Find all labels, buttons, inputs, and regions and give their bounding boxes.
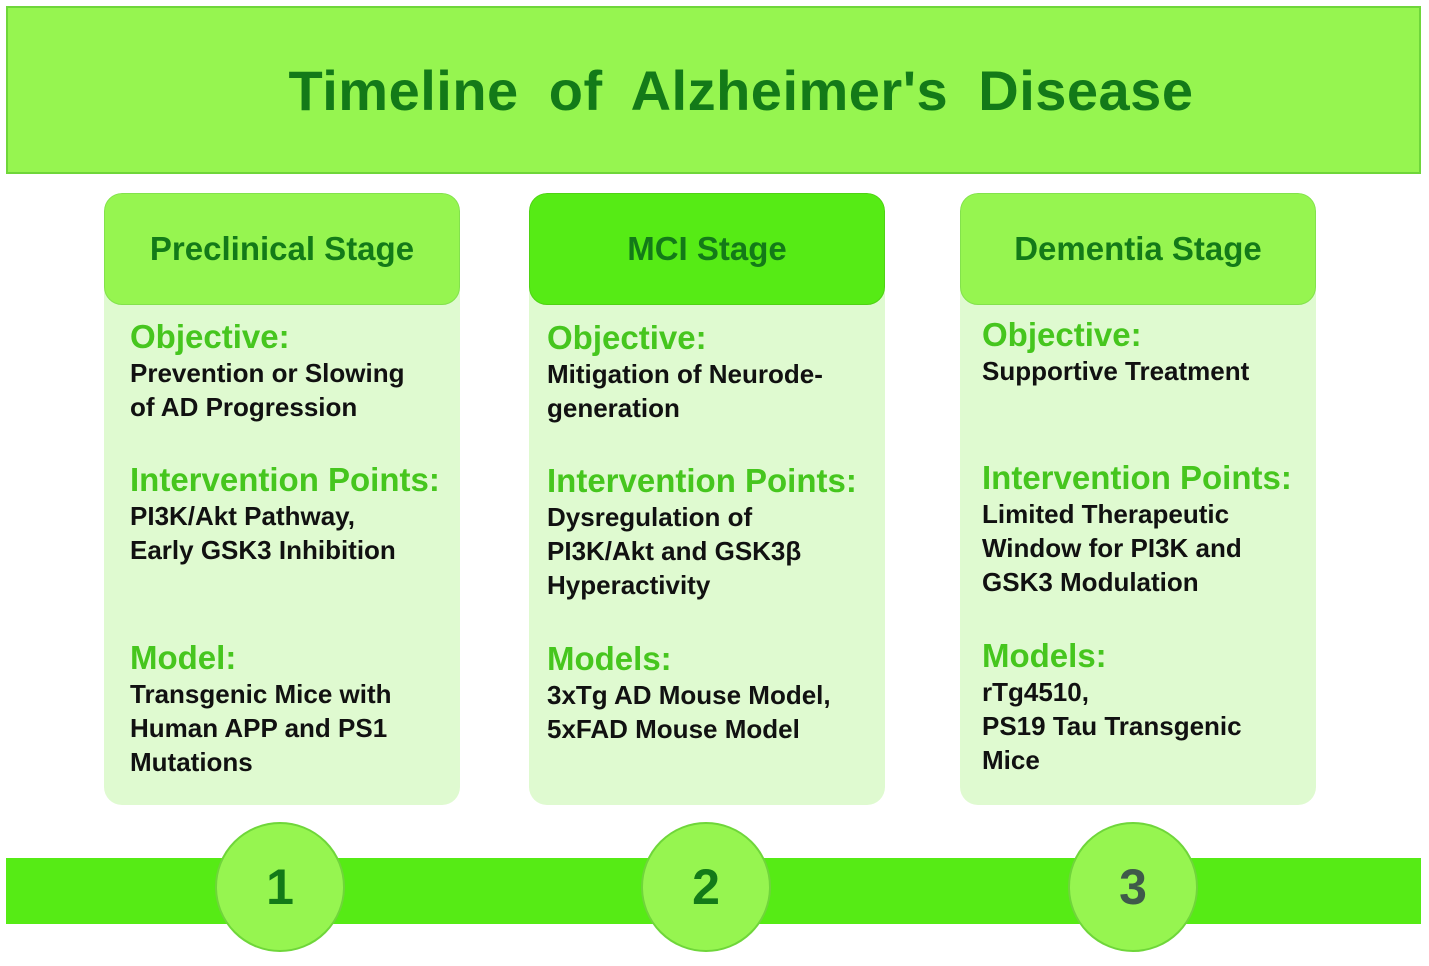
intervention-section: Intervention Points: Dysregulation of PI…: [547, 463, 875, 602]
stage-header: MCI Stage: [529, 193, 885, 305]
text-line: Early GSK3 Inhibition: [130, 535, 396, 565]
text-line: Human APP and PS1: [130, 713, 388, 743]
text-line: Transgenic Mice with: [130, 679, 392, 709]
stage-title: MCI Stage: [627, 230, 787, 267]
stage-number-label: 2: [692, 859, 720, 915]
text-line: Mutations: [130, 747, 253, 777]
section-heading: Intervention Points:: [547, 462, 857, 499]
objective-section: Objective: Prevention or Slowing of AD P…: [130, 319, 450, 424]
text-line: 3xTg AD Mouse Model,: [547, 680, 831, 710]
section-heading: Model:: [130, 639, 237, 676]
text-line: Dysregulation of: [547, 502, 753, 532]
section-text: Transgenic Mice with Human APP and PS1 M…: [130, 677, 450, 779]
text-line: Window for PI3K and: [982, 533, 1242, 563]
text-line: Hyperactivity: [547, 570, 711, 600]
title-banner: Timeline of Alzheimer's Disease: [6, 6, 1421, 174]
text-line: 5xFAD Mouse Model: [547, 714, 800, 744]
stage-title: Preclinical Stage: [149, 230, 415, 267]
intervention-section: Intervention Points: Limited Therapeutic…: [982, 460, 1306, 599]
text-line: Mitigation of Neurode-: [547, 359, 823, 389]
text-line: generation: [547, 393, 680, 423]
model-section: Model: Transgenic Mice with Human APP an…: [130, 640, 450, 779]
stage-number-1: 1: [215, 822, 345, 952]
section-text: Mitigation of Neurode- generation: [547, 357, 875, 425]
section-heading: Models:: [547, 640, 672, 677]
stage-number-2: 2: [641, 822, 771, 952]
text-line: Limited Therapeutic: [982, 499, 1230, 529]
section-text: Prevention or Slowing of AD Progression: [130, 356, 450, 424]
objective-section: Objective: Mitigation of Neurode- genera…: [547, 320, 875, 425]
models-section: Models: 3xTg AD Mouse Model, 5xFAD Mouse…: [547, 641, 875, 746]
section-heading: Objective:: [982, 316, 1142, 353]
section-text: PI3K/Akt Pathway, Early GSK3 Inhibition: [130, 499, 450, 567]
stage-card-mci: MCI Stage Objective: Mitigation of Neuro…: [529, 193, 885, 805]
section-text: rTg4510, PS19 Tau Transgenic Mice: [982, 675, 1306, 777]
stage-header: Dementia Stage: [960, 193, 1316, 305]
stage-header: Preclinical Stage: [104, 193, 460, 305]
section-heading: Intervention Points:: [130, 461, 440, 498]
stage-title: Dementia Stage: [1014, 230, 1262, 267]
text-line: Mice: [982, 745, 1040, 775]
objective-section: Objective: Supportive Treatment: [982, 317, 1306, 388]
diagram-title: Timeline of Alzheimer's Disease: [288, 58, 1194, 122]
stage-card-dementia: Dementia Stage Objective: Supportive Tre…: [960, 193, 1316, 805]
section-heading: Objective:: [130, 318, 290, 355]
stage-card-preclinical: Preclinical Stage Objective: Prevention …: [104, 193, 460, 805]
stage-number-3: 3: [1068, 822, 1198, 952]
models-section: Models: rTg4510, PS19 Tau Transgenic Mic…: [982, 638, 1306, 777]
text-line: PI3K/Akt Pathway,: [130, 501, 355, 531]
section-text: Dysregulation of PI3K/Akt and GSK3β Hype…: [547, 500, 875, 602]
section-heading: Objective:: [547, 319, 707, 356]
section-text: Supportive Treatment: [982, 354, 1306, 388]
text-line: GSK3 Modulation: [982, 567, 1199, 597]
text-line: PI3K/Akt and GSK3β: [547, 536, 802, 566]
text-line: Prevention or Slowing: [130, 358, 405, 388]
section-text: Limited Therapeutic Window for PI3K and …: [982, 497, 1306, 599]
stage-number-label: 3: [1119, 859, 1147, 915]
section-text: 3xTg AD Mouse Model, 5xFAD Mouse Model: [547, 678, 875, 746]
text-line: PS19 Tau Transgenic: [982, 711, 1242, 741]
intervention-section: Intervention Points: PI3K/Akt Pathway, E…: [130, 462, 450, 567]
section-heading: Intervention Points:: [982, 459, 1292, 496]
stage-number-label: 1: [266, 859, 294, 915]
section-heading: Models:: [982, 637, 1107, 674]
text-line: of AD Progression: [130, 392, 358, 422]
text-line: rTg4510,: [982, 677, 1089, 707]
text-line: Supportive Treatment: [982, 356, 1250, 386]
